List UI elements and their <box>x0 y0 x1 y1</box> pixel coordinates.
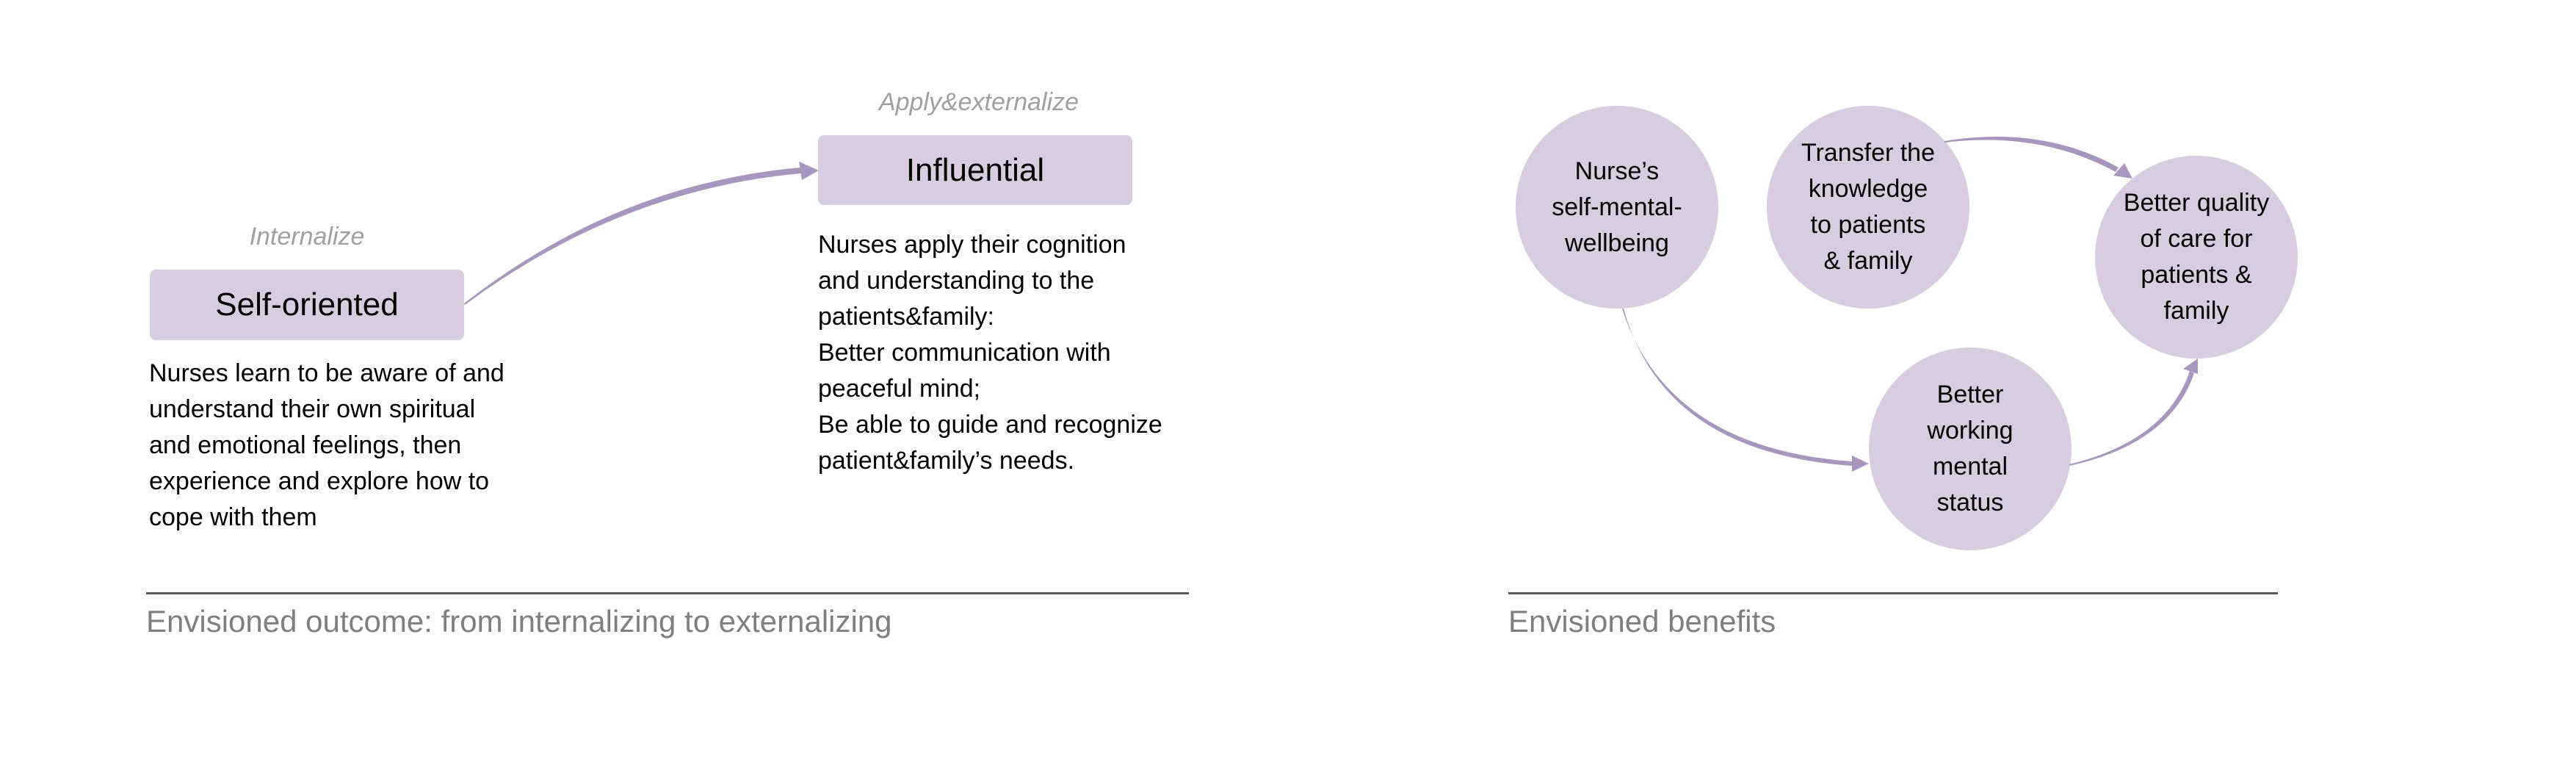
node-line: working <box>1927 417 2014 445</box>
description-line: patient&family’s needs. <box>818 447 1075 475</box>
description-line: Nurses learn to be aware of and <box>149 359 504 387</box>
node-line: Transfer the <box>1801 139 1936 167</box>
arrowhead-icon <box>799 162 819 180</box>
stage-title-self-oriented: Self-oriented <box>215 287 399 323</box>
benefits-divider <box>1508 592 2278 594</box>
node-line: & family <box>1823 247 1913 275</box>
description-line: and emotional feelings, then <box>149 431 462 459</box>
outcome-caption: Envisioned outcome: from internalizing t… <box>146 604 892 638</box>
arrowhead-icon <box>1852 456 1869 472</box>
arrow-transfer-to-quality <box>1944 136 2119 172</box>
node-line: patients & <box>2141 261 2252 289</box>
description-line: Better communication with <box>818 339 1111 367</box>
node-line: status <box>1936 489 2004 517</box>
description-line: experience and explore how to <box>149 467 490 495</box>
stage-description-influential: Nurses apply their cognition and underst… <box>818 227 1162 479</box>
node-line: Better quality <box>2123 189 2270 217</box>
node-line: Nurse’s <box>1574 156 1660 185</box>
node-line: Better <box>1936 381 2004 409</box>
stage-label-internalize: Internalize <box>249 223 365 251</box>
node-line: mental <box>1932 453 2008 481</box>
description-line: and understanding to the <box>818 267 1095 295</box>
node-line: to patients <box>1810 211 1926 239</box>
node-line: family <box>2163 297 2229 325</box>
node-transfer-knowledge: Transfer the knowledge to patients & fam… <box>1767 106 1969 309</box>
description-line: cope with them <box>149 503 317 531</box>
node-self-mental-wellbeing: Nurse’s self-mental- wellbeing <box>1516 106 1718 309</box>
arrow-self-oriented-to-influential <box>464 168 801 305</box>
description-line: understand their own spiritual <box>149 395 476 423</box>
outcome-divider <box>146 592 1189 594</box>
description-line: patients&family: <box>818 303 994 331</box>
arrowhead-icon <box>2183 359 2198 374</box>
arrow-working-to-quality <box>2069 371 2194 466</box>
description-line: Nurses apply their cognition <box>818 231 1126 259</box>
description-line: Be able to guide and recognize <box>818 411 1162 439</box>
stage-box-self-oriented: Self-oriented <box>150 270 464 340</box>
arrow-self-to-working <box>1622 309 1852 466</box>
stage-label-apply-externalize: Apply&externalize <box>878 88 1079 116</box>
node-line: knowledge <box>1808 175 1928 203</box>
node-better-quality-of-care: Better quality of care for patients & fa… <box>2095 156 2298 359</box>
benefits-caption: Envisioned benefits <box>1508 604 1776 638</box>
node-line: self-mental- <box>1552 192 1682 221</box>
stage-description-self-oriented: Nurses learn to be aware of and understa… <box>149 356 504 536</box>
node-line: wellbeing <box>1565 228 1669 257</box>
arrowhead-icon <box>2113 163 2132 179</box>
node-better-working-mental-status: Better working mental status <box>1869 348 2072 550</box>
description-line: peaceful mind; <box>818 375 981 403</box>
node-line: of care for <box>2140 225 2253 253</box>
stage-box-influential: Influential <box>818 135 1132 205</box>
stage-title-influential: Influential <box>905 151 1045 188</box>
